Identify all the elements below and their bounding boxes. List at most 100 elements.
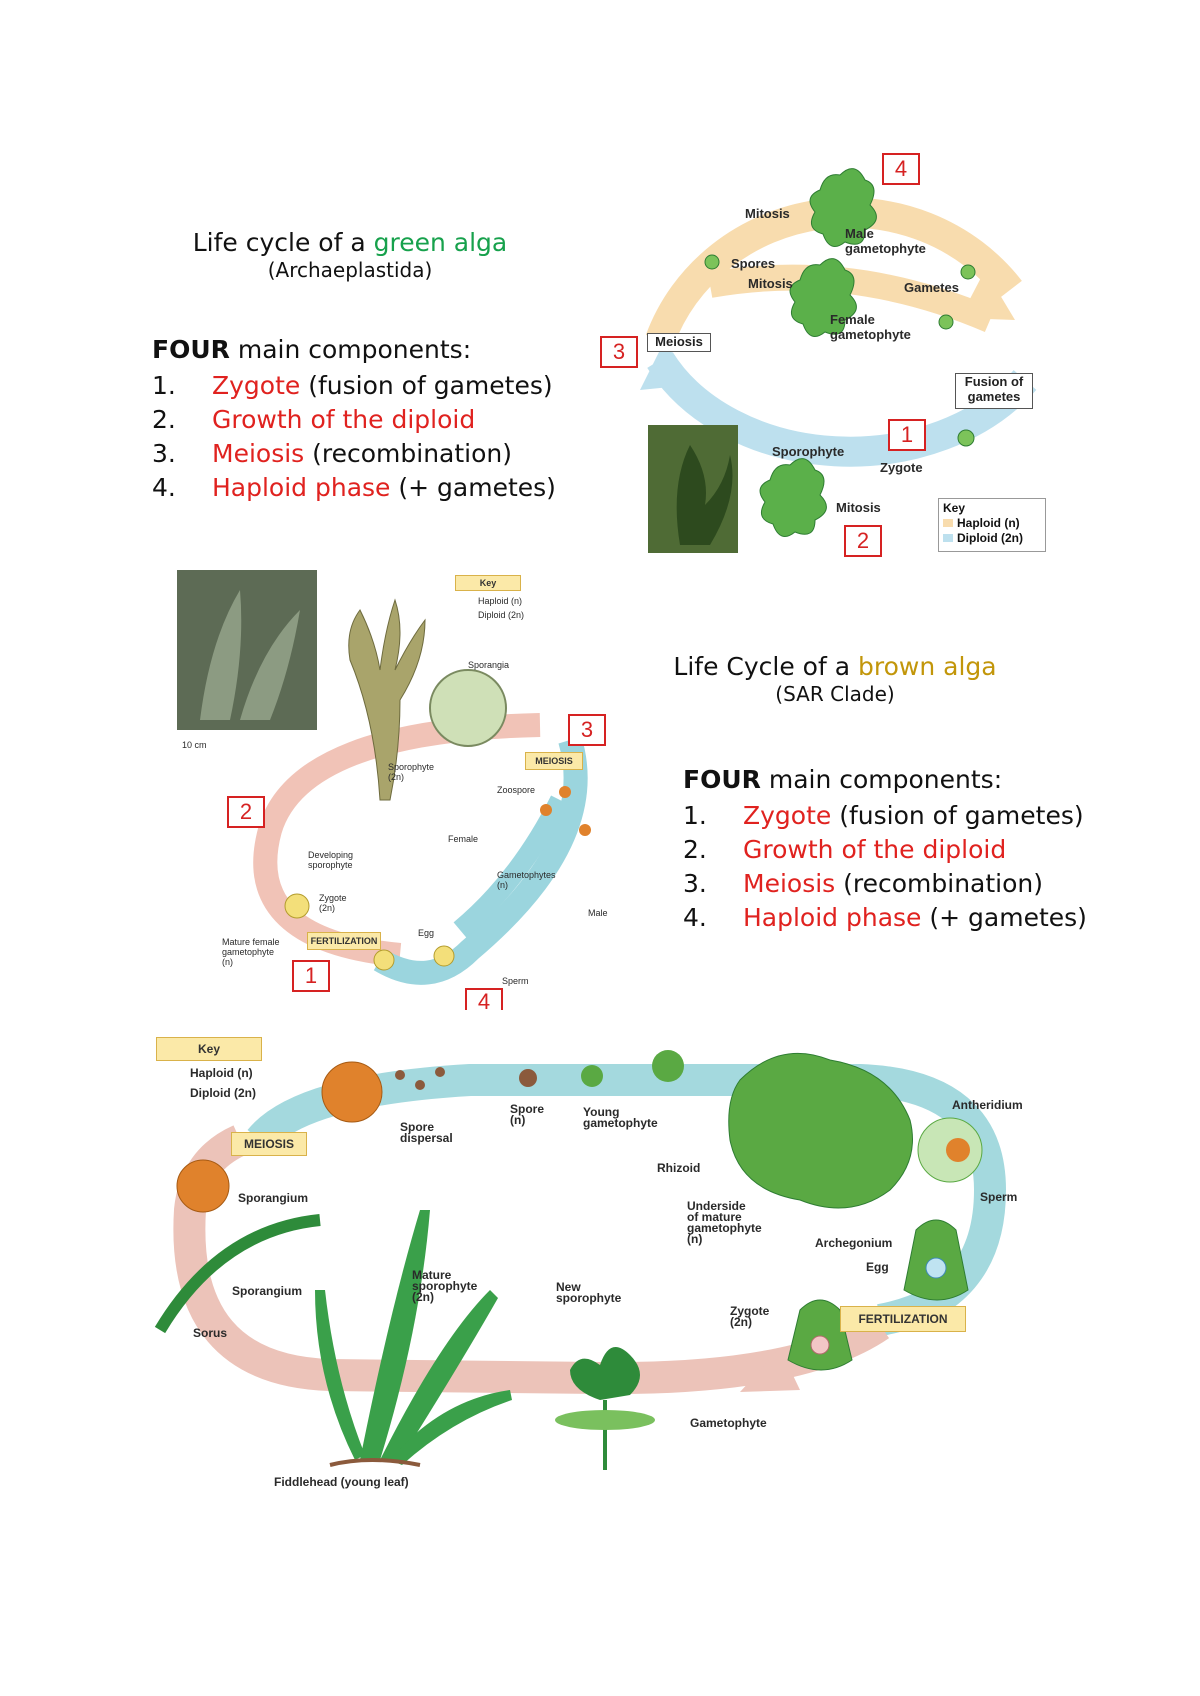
brown-title-highlight: brown alga	[858, 652, 997, 681]
fern-sorus-label: Sorus	[193, 1326, 228, 1340]
gametophyte-base	[555, 1410, 655, 1430]
brown-subtitle: (SAR Clade)	[775, 682, 895, 706]
green-marker-4: 4	[882, 153, 920, 185]
green-mitosis-bottom-label: Mitosis	[836, 500, 881, 515]
fern-frond	[315, 1290, 365, 1460]
zygote-cell-fern	[810, 1335, 830, 1355]
brown-haploid-arc	[373, 736, 588, 985]
spore-dot	[519, 1069, 537, 1087]
fern-spore-dispersal-label: Spore dispersal	[400, 1120, 453, 1145]
fern-key-diploid: Diploid (2n)	[190, 1086, 256, 1100]
fern-gametophyte-label: Gametophyte	[690, 1416, 767, 1430]
fern-young-gametophyte-label: Young gametophyte	[583, 1105, 658, 1130]
brown-mature-female-label: Mature female gametophyte (n)	[222, 937, 280, 967]
spore-dot	[435, 1067, 445, 1077]
zoospore-dot	[579, 824, 591, 836]
egg-brown-2	[433, 945, 455, 967]
list-item: 2.Growth of the diploid	[152, 405, 476, 434]
fern-roots	[329, 1458, 421, 1467]
sperm-cluster	[946, 1138, 970, 1162]
brown-haploid-arc-2	[453, 795, 569, 938]
list-item: 1.Zygote (fusion of gametes)	[152, 371, 553, 400]
green-components-list: 1.Zygote (fusion of gametes) 2.Growth of…	[152, 369, 556, 505]
fern-arrowhead-right	[740, 1348, 800, 1392]
diploid-arrowhead	[640, 340, 690, 390]
brown-key-haploid: Haploid (n)	[478, 596, 523, 606]
female-gametophyte-shape	[789, 258, 857, 337]
brown-marker-4: 4	[465, 988, 503, 1014]
green-heading: FOUR main components:	[152, 335, 472, 364]
young-gametophyte-shape	[652, 1050, 684, 1082]
brown-female-label: Female	[448, 834, 479, 844]
green-subtitle: (Archaeplastida)	[267, 258, 433, 282]
sporangium-cluster	[176, 1159, 230, 1213]
green-gametes-label: Gametes	[904, 280, 959, 295]
sporangium-cluster	[321, 1061, 383, 1123]
fern-mature-sporophyte-label: Mature sporophyte (2n)	[412, 1268, 478, 1304]
green-alga-photo-frond	[676, 445, 733, 545]
spore-cell	[704, 254, 720, 270]
green-mitosis-top-label: Mitosis	[745, 206, 790, 221]
sorus-leaf	[154, 1214, 321, 1334]
haploid-arrowhead	[960, 270, 1015, 320]
fern-frond	[380, 1290, 498, 1463]
spore-dot	[415, 1080, 425, 1090]
fern-frond	[360, 1210, 430, 1460]
diploid-arc	[647, 351, 1037, 467]
brown-sperm-label: Sperm	[502, 976, 529, 986]
zoospore-dot	[540, 804, 552, 816]
brown-meiosis-box: MEIOSIS	[525, 752, 583, 770]
brown-zygote-label: Zygote (2n)	[319, 893, 347, 913]
brown-key-diploid: Diploid (2n)	[478, 610, 525, 620]
green-male-label: Male gametophyte	[845, 226, 926, 256]
fern-fertilization-box: FERTILIZATION	[840, 1306, 966, 1332]
green-marker-3: 3	[600, 336, 638, 368]
new-sporophyte-shape	[570, 1347, 640, 1400]
brown-developing-label: Developing sporophyte	[308, 850, 354, 870]
green-meiosis-box: Meiosis	[647, 333, 711, 352]
green-mitosis-mid-label: Mitosis	[748, 276, 793, 291]
fern-antheridium-label: Antheridium	[952, 1098, 1023, 1112]
brown-marker-1: 1	[292, 960, 330, 992]
fern-key: Key	[156, 1037, 262, 1061]
kelp-sporophyte-shape	[348, 598, 426, 801]
fern-meiosis-box: MEIOSIS	[231, 1132, 307, 1156]
green-sporophyte-label: Sporophyte	[772, 444, 845, 459]
mature-gametophyte-shape	[728, 1052, 913, 1209]
green-title-highlight: green alga	[373, 228, 508, 257]
list-item: 3.Meiosis (recombination)	[152, 439, 513, 468]
spore-dot	[395, 1070, 405, 1080]
gamete-cell	[938, 314, 954, 330]
green-title: Life cycle of a green alga	[192, 228, 508, 257]
zygote-shape	[787, 1299, 853, 1371]
sporangia-circle	[429, 669, 507, 747]
brown-title: Life Cycle of a brown alga	[673, 652, 997, 681]
fern-spore-label: Spore (n)	[510, 1102, 545, 1127]
brown-sporophyte-label: Sporophyte (2n)	[388, 762, 435, 782]
brown-fertilization-box: FERTILIZATION	[307, 932, 381, 950]
fern-frond	[390, 1390, 512, 1465]
green-key: Key Haploid (n) Diploid (2n)	[938, 498, 1046, 552]
list-item: 4.Haploid phase (+ gametes)	[683, 903, 1087, 932]
fern-key-haploid: Haploid (n)	[190, 1066, 253, 1080]
brown-sporangia-label: Sporangia	[468, 660, 510, 670]
green-fusion-box: Fusion of gametes	[955, 373, 1033, 409]
sporophyte-shape	[759, 458, 827, 537]
brown-zoospore-label: Zoospore	[497, 785, 536, 795]
egg-cell	[925, 1257, 947, 1279]
young-gametophyte-shape	[581, 1065, 603, 1087]
green-zygote-label: Zygote	[880, 460, 923, 475]
fern-fiddlehead-label: Fiddlehead (young leaf)	[274, 1475, 409, 1489]
fern-new-sporophyte-label: New sporophyte	[556, 1280, 622, 1305]
brown-gametophytes-label: Gametophytes (n)	[497, 870, 556, 890]
fern-underside-label: Underside of mature gametophyte (n)	[687, 1199, 762, 1246]
fern-zygote-label: Zygote (2n)	[730, 1304, 770, 1329]
male-gametophyte-shape	[809, 168, 877, 247]
brown-heading: FOUR main components:	[683, 765, 1003, 794]
zygote-brown	[284, 893, 310, 919]
zygote-cell	[957, 429, 975, 447]
green-marker-2: 2	[844, 525, 882, 557]
diploid-swatch	[943, 534, 953, 542]
